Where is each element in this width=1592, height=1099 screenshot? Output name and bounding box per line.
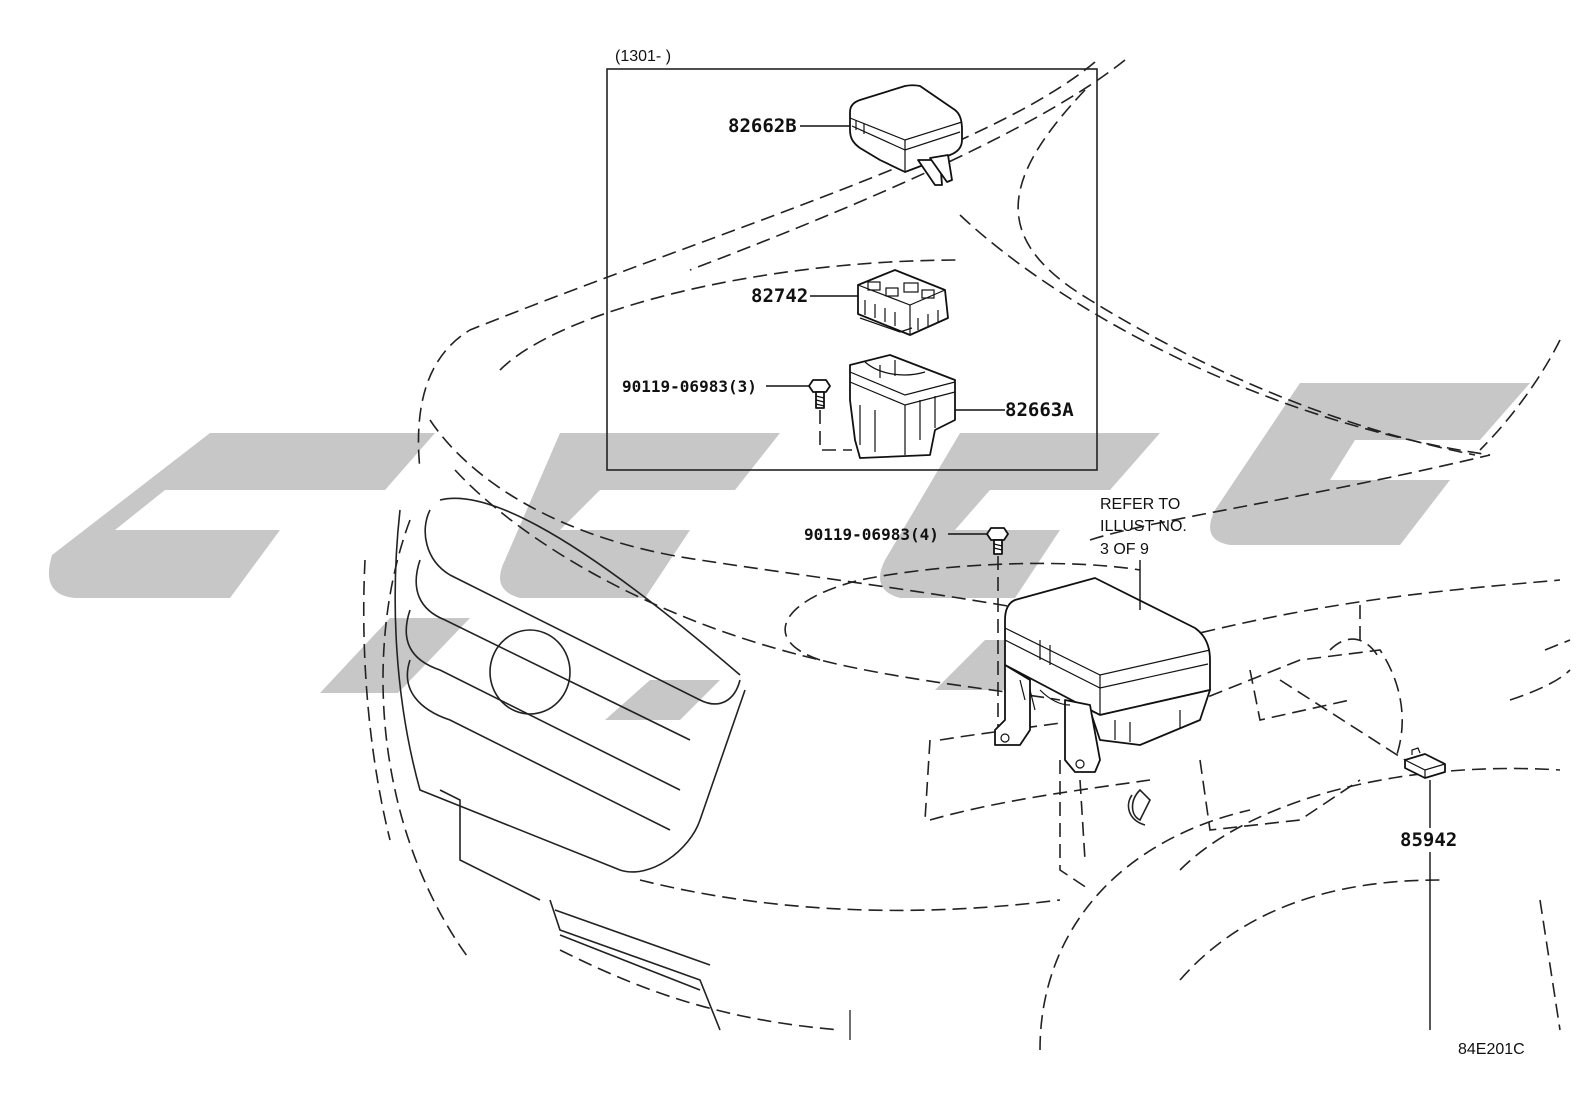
watermark-logo — [48, 383, 1530, 720]
svg-text:ILLUST NO.: ILLUST NO. — [1100, 518, 1187, 535]
part-label-cover-upper: 82662B — [728, 115, 797, 137]
illustration-code: 84E201C — [1458, 1041, 1525, 1058]
production-note: (1301- ) — [615, 48, 671, 65]
small-block-part — [1279, 679, 1446, 779]
refer-note: REFER TO ILLUST NO. 3 OF 9 — [1100, 496, 1187, 558]
main-bolt — [986, 527, 1009, 730]
cover-upper-part — [849, 84, 963, 186]
grille — [394, 497, 851, 1040]
svg-text:3 OF 9: 3 OF 9 — [1100, 541, 1149, 558]
part-label-box-lower: 82663A — [1005, 399, 1074, 421]
part-label-bolt-main: 90119-06983(4) — [804, 525, 939, 544]
inset-bolt — [808, 379, 852, 451]
engine-bay-structure — [924, 605, 1403, 891]
relay-box-assembly — [994, 577, 1211, 773]
svg-text:REFER TO: REFER TO — [1100, 496, 1180, 513]
emblem — [489, 629, 571, 715]
part-label-bolt-inset: 90119-06983(3) — [622, 377, 757, 396]
inset-frame — [606, 68, 1098, 471]
part-label-small-block: 85942 — [1400, 829, 1457, 851]
vehicle-outline — [362, 59, 1571, 1051]
box-lower-part — [849, 354, 956, 459]
part-label-relay-block: 82742 — [751, 285, 808, 307]
relay-block-part — [857, 269, 949, 336]
